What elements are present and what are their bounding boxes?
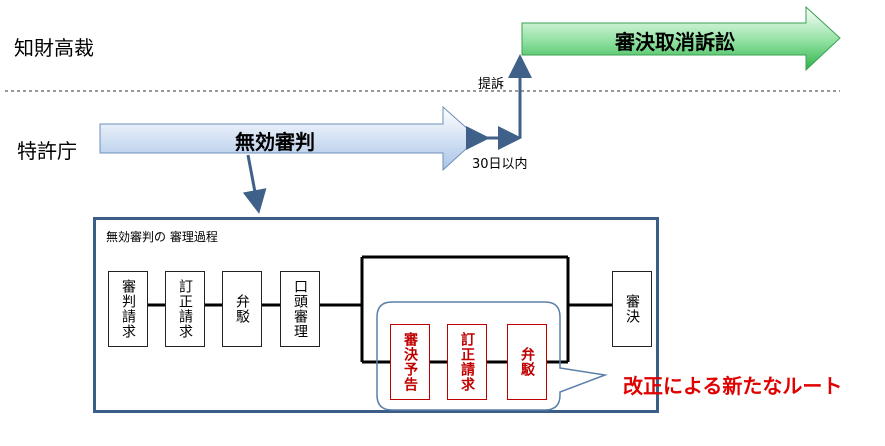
new-route-callout-bubble (376, 301, 608, 411)
step-final-decision: 審決 (612, 271, 652, 347)
process-pointer-arrow (242, 154, 267, 214)
appeal-ruling-label: 審決取消訴訟 (615, 30, 735, 54)
invalidation-trial-arrow-shape (99, 105, 479, 172)
new-step-correction-request: 訂正請求 (447, 324, 487, 400)
filing-label: 提訴 (478, 77, 505, 92)
new-route-callout-label: 改正による新たなルート (623, 374, 843, 398)
appeal-ruling-arrow-shape (521, 5, 841, 72)
invalidation-trial-label: 無効審判 (235, 130, 315, 154)
step-correction-request: 訂正請求 (165, 271, 205, 347)
step-rebuttal: 弁駁 (222, 271, 262, 347)
patent-office-label: 特許庁 (17, 139, 77, 163)
step-oral-hearing: 口頭審理 (280, 271, 320, 347)
ip-high-court-label: 知財高裁 (14, 36, 94, 60)
deadline-label: 30日以内 (472, 157, 528, 172)
new-step-advance-notice: 審決予告 (390, 324, 430, 400)
new-step-rebuttal: 弁駁 (507, 324, 547, 400)
step-trial-request: 審判請求 (108, 271, 148, 347)
process-title: 無効審判の 審理過程 (106, 230, 218, 244)
